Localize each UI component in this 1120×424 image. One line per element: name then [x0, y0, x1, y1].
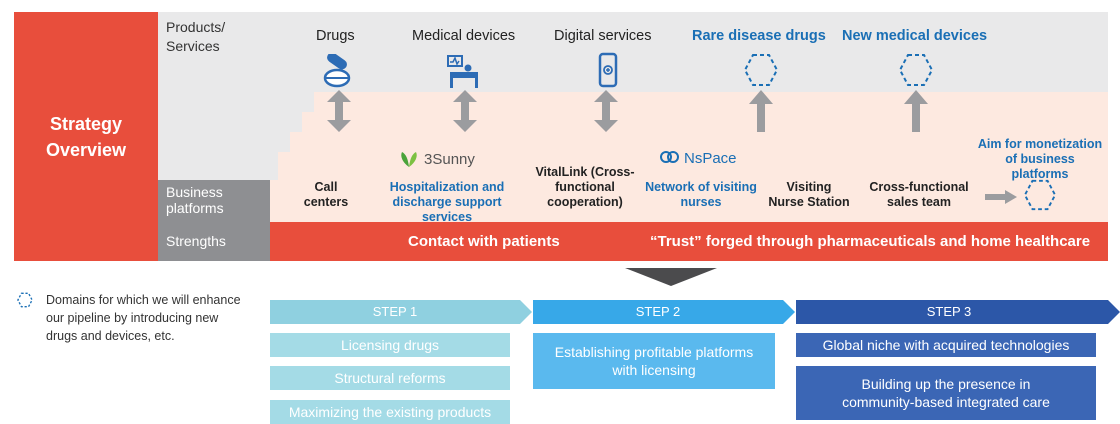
step1-item: Licensing drugs	[270, 333, 510, 357]
up-arrow-icon	[749, 90, 773, 132]
products-services-label: Products/ Services	[166, 19, 226, 54]
double-arrow-icon	[594, 90, 618, 132]
monetization-goal: Aim for monetization of business platfor…	[977, 137, 1103, 181]
step3-item: Building up the presence in community-ba…	[796, 366, 1096, 420]
step3-header-shape	[796, 300, 1120, 324]
stair-step	[162, 132, 290, 152]
platform-sales-team: Cross-functional sales team	[869, 180, 969, 209]
hospital-bed-icon	[447, 55, 478, 88]
stair-step	[162, 92, 314, 112]
down-arrow-icon	[625, 268, 717, 286]
product-medical-devices-label: Medical devices	[412, 28, 516, 44]
legend-hexagon-icon	[17, 292, 33, 308]
step1-header-shape	[270, 300, 532, 324]
strengths-band	[158, 222, 1108, 261]
stair-step	[162, 152, 278, 180]
step1-item: Maximizing the existing products	[270, 400, 510, 424]
strategy-overview-box: Strategy Overview	[14, 12, 158, 261]
strength-trust: “Trust” forged through pharmaceuticals a…	[650, 233, 1091, 250]
step1-item: Structural reforms	[270, 366, 510, 390]
strengths-label: Strengths	[158, 222, 270, 261]
strength-patients: Contact with patients	[408, 233, 560, 250]
product-new-medical-devices-label: New medical devices	[842, 28, 988, 44]
step2-title: STEP 2	[635, 304, 681, 319]
nspace-logo-text: NsPace	[684, 150, 737, 167]
platform-hospitalization: Hospitalization and discharge support se…	[389, 180, 505, 224]
product-rare-disease-drugs-label: Rare disease drugs	[692, 28, 826, 44]
platform-band	[162, 92, 1108, 222]
sunny-logo-text: 3Sunny	[424, 150, 475, 168]
strategy-title-line1: Strategy	[49, 113, 123, 134]
strategy-title-line2: Overview	[45, 139, 127, 160]
business-platforms-label: Business platforms	[158, 180, 270, 222]
double-arrow-icon	[327, 90, 351, 132]
smartphone-icon	[598, 52, 618, 88]
legend-text: Domains for which we will enhance our pi…	[46, 293, 241, 343]
step3-item: Global niche with acquired technologies	[796, 333, 1096, 357]
platform-call-centers: Call centers	[303, 180, 349, 209]
stair-step	[162, 112, 302, 132]
step1-title: STEP 1	[372, 304, 418, 319]
platform-network-nurses: Network of visiting nurses	[645, 180, 757, 209]
double-arrow-icon	[453, 90, 477, 132]
sunny-logo: 3Sunny	[398, 150, 475, 168]
platform-vitallink: VitalLink (Cross-functional cooperation)	[535, 165, 635, 209]
nspace-logo-icon	[660, 150, 679, 163]
nspace-logo: NsPace	[660, 150, 737, 167]
product-digital-services-label: Digital services	[554, 28, 652, 44]
sunny-logo-icon	[401, 152, 417, 167]
step2-header-shape	[533, 300, 795, 324]
up-arrow-icon	[904, 90, 928, 132]
step3-title: STEP 3	[926, 304, 972, 319]
step2-item: Establishing profitable platforms with l…	[533, 333, 775, 389]
product-drugs-label: Drugs	[316, 28, 355, 44]
dashed-hexagon-icon	[1023, 179, 1057, 211]
platform-visiting-nurse-station: Visiting Nurse Station	[768, 180, 850, 209]
dashed-hexagon-icon	[898, 54, 934, 86]
dashed-hexagon-icon	[743, 54, 779, 86]
pills-icon	[323, 54, 351, 88]
right-arrow-icon	[985, 190, 1017, 204]
